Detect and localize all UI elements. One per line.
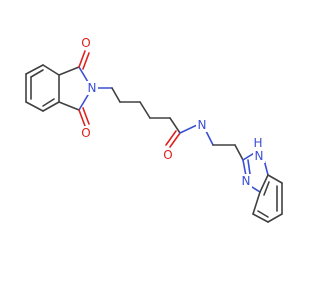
amide-carbonyl-bond <box>165 130 181 148</box>
amide-oxygen-label: O <box>163 148 172 162</box>
imide-carbonyl-bonds <box>78 50 90 127</box>
molecule-structure: O O N O N H N N <box>25 36 283 223</box>
benzimidazole-nh-nitrogen-label: N <box>255 149 264 163</box>
benzimidazole-benzene-ring <box>252 174 283 223</box>
oxygen-top-label: O <box>81 36 90 50</box>
atom-labels: O O N O N H N N <box>80 36 265 188</box>
imide-nitrogen-label: N <box>88 81 97 95</box>
phthalimide-benzene-ring <box>25 64 60 112</box>
amide-linker <box>179 124 244 161</box>
amide-nitrogen-label: N <box>198 118 207 132</box>
benzimidazole-nitrogen-label: N <box>242 174 251 188</box>
oxygen-bottom-label: O <box>81 126 90 140</box>
phthalimide-imide-ring <box>58 66 89 111</box>
benzimidazole-nh-hydrogen-label: H <box>253 136 262 150</box>
alkyl-chain <box>97 87 181 134</box>
